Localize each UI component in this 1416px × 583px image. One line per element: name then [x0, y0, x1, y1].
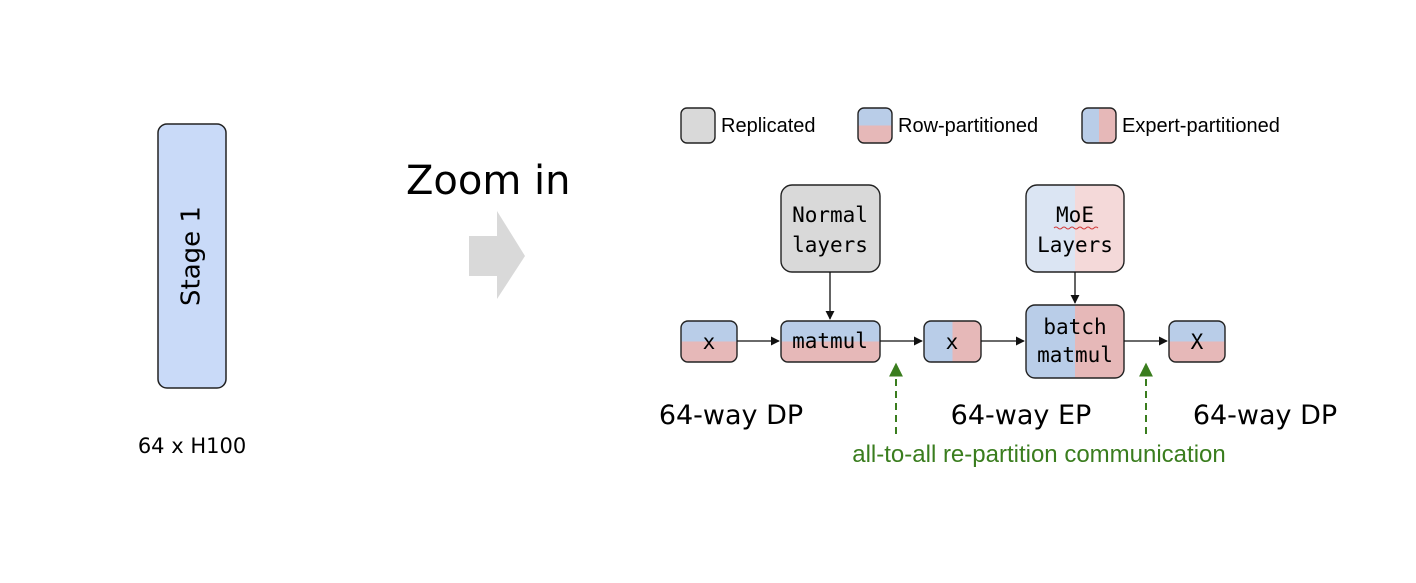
batch-matmul-node: batch matmul	[1025, 304, 1125, 379]
x-right-label: X	[1191, 330, 1204, 354]
dp-right-label: 64-way DP	[1193, 400, 1337, 431]
normal-layers-node: Normal layers	[780, 184, 881, 273]
x-middle-node: x	[923, 320, 982, 363]
normal-layers-line2: layers	[792, 233, 868, 257]
x-right-node: X	[1168, 320, 1226, 363]
zoom-arrow-icon	[469, 211, 525, 299]
x-middle-label: x	[946, 330, 959, 354]
moe-layers-node: MoE Layers	[1025, 184, 1125, 273]
moe-layers-line2: Layers	[1037, 233, 1113, 257]
normal-layers-line1: Normal	[792, 203, 868, 227]
legend-row-partitioned-label: Row-partitioned	[898, 115, 1038, 137]
x-left-node: x	[680, 320, 738, 363]
dp-left-label: 64-way DP	[659, 400, 803, 431]
zoom-in-label: Zoom in	[406, 158, 571, 204]
matmul-node: matmul	[780, 320, 881, 363]
moe-layers-line1: MoE	[1056, 203, 1094, 227]
legend-replicated-swatch	[680, 107, 716, 144]
x-left-label: x	[703, 330, 716, 354]
spellcheck-underline	[1053, 226, 1099, 230]
legend-replicated-label: Replicated	[721, 115, 816, 137]
legend-expert-partitioned-label: Expert-partitioned	[1122, 115, 1280, 137]
ep-label: 64-way EP	[951, 400, 1092, 431]
legend: Replicated Row-partitioned Expert-partit…	[680, 107, 1280, 144]
legend-expert-partitioned-swatch	[1082, 108, 1116, 143]
communication-label: all-to-all re-partition communication	[852, 441, 1225, 468]
batch-matmul-line2: matmul	[1037, 343, 1113, 367]
legend-row-partitioned-swatch	[858, 108, 892, 143]
stage-1-box: Stage 1	[157, 123, 227, 389]
stage-gpu-caption: 64 x H100	[138, 434, 246, 458]
batch-matmul-line1: batch	[1043, 315, 1106, 339]
matmul-label: matmul	[792, 329, 868, 353]
stage-1-label: Stage 1	[177, 206, 207, 306]
